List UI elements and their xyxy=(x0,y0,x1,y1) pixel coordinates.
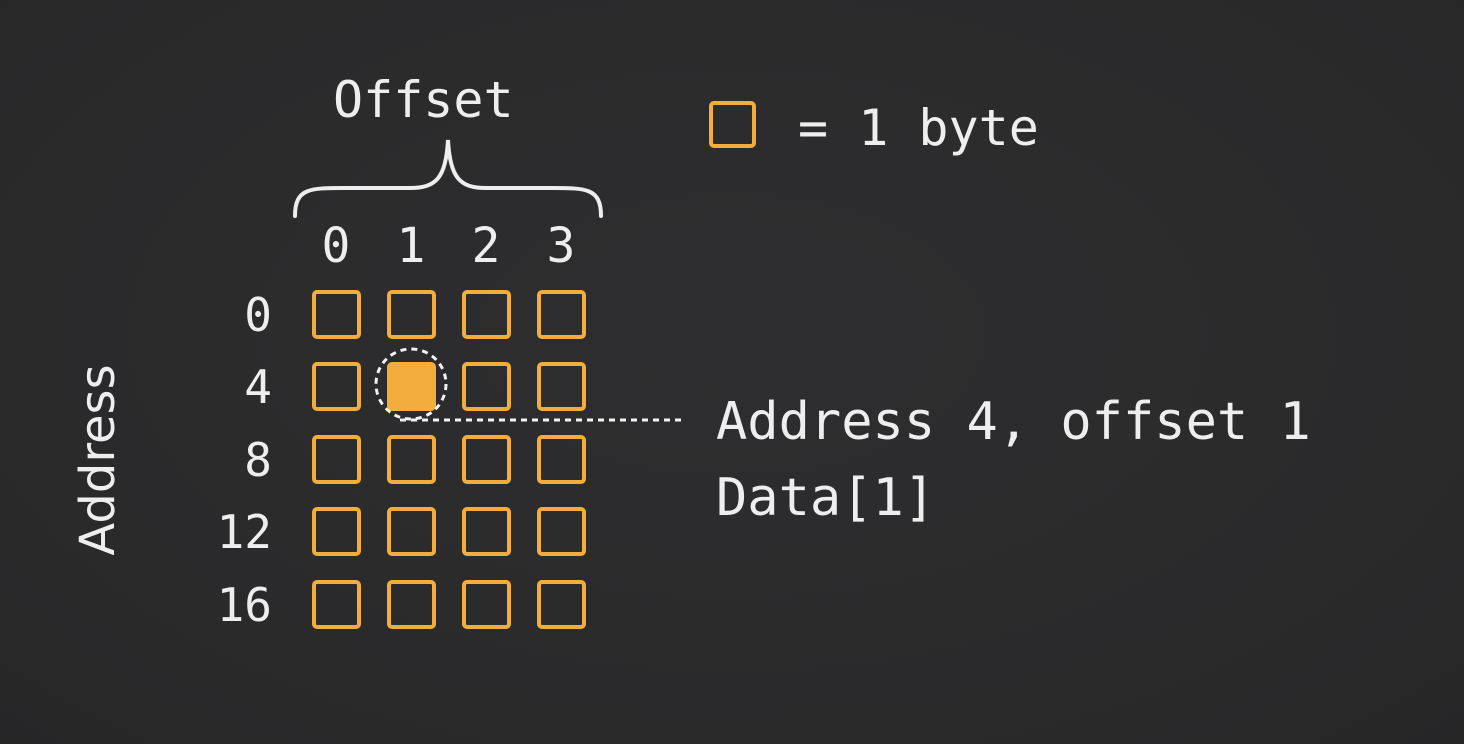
byte-cell-4-2 xyxy=(462,362,511,411)
byte-cell-16-3 xyxy=(537,580,586,629)
legend-byte-icon xyxy=(709,101,756,148)
address-label-0: 0 xyxy=(244,288,272,342)
annotation-line-2: Data[1] xyxy=(716,468,936,528)
legend-text: = 1 byte xyxy=(798,99,1039,157)
offset-label-0: 0 xyxy=(321,218,351,274)
byte-cell-0-2 xyxy=(462,290,511,339)
byte-cell-4-0 xyxy=(312,362,361,411)
byte-cells xyxy=(312,290,586,629)
address-label-16: 16 xyxy=(216,578,272,632)
byte-cell-16-0 xyxy=(312,580,361,629)
address-label-12: 12 xyxy=(216,505,272,559)
byte-cell-0-0 xyxy=(312,290,361,339)
offset-label-1: 1 xyxy=(396,218,426,274)
byte-cell-12-2 xyxy=(462,507,511,556)
address-label-4: 4 xyxy=(244,360,272,414)
offset-brace xyxy=(293,139,603,218)
offset-label-3: 3 xyxy=(546,218,576,274)
byte-cell-12-0 xyxy=(312,507,361,556)
byte-cell-12-3 xyxy=(537,507,586,556)
byte-cell-8-2 xyxy=(462,435,511,484)
byte-cell-4-3 xyxy=(537,362,586,411)
byte-cell-4-1 xyxy=(387,362,436,411)
byte-cell-16-1 xyxy=(387,580,436,629)
offset-title: Offset xyxy=(333,71,514,129)
byte-cell-0-1 xyxy=(387,290,436,339)
byte-cell-8-3 xyxy=(537,435,586,484)
byte-cell-16-2 xyxy=(462,580,511,629)
byte-cell-8-0 xyxy=(312,435,361,484)
highlight-ring xyxy=(374,347,448,421)
offset-label-2: 2 xyxy=(471,218,501,274)
byte-cell-8-1 xyxy=(387,435,436,484)
byte-cell-12-1 xyxy=(387,507,436,556)
annotation-line-1: Address 4, offset 1 xyxy=(716,392,1311,452)
byte-cell-0-3 xyxy=(537,290,586,339)
address-label-8: 8 xyxy=(244,433,272,487)
